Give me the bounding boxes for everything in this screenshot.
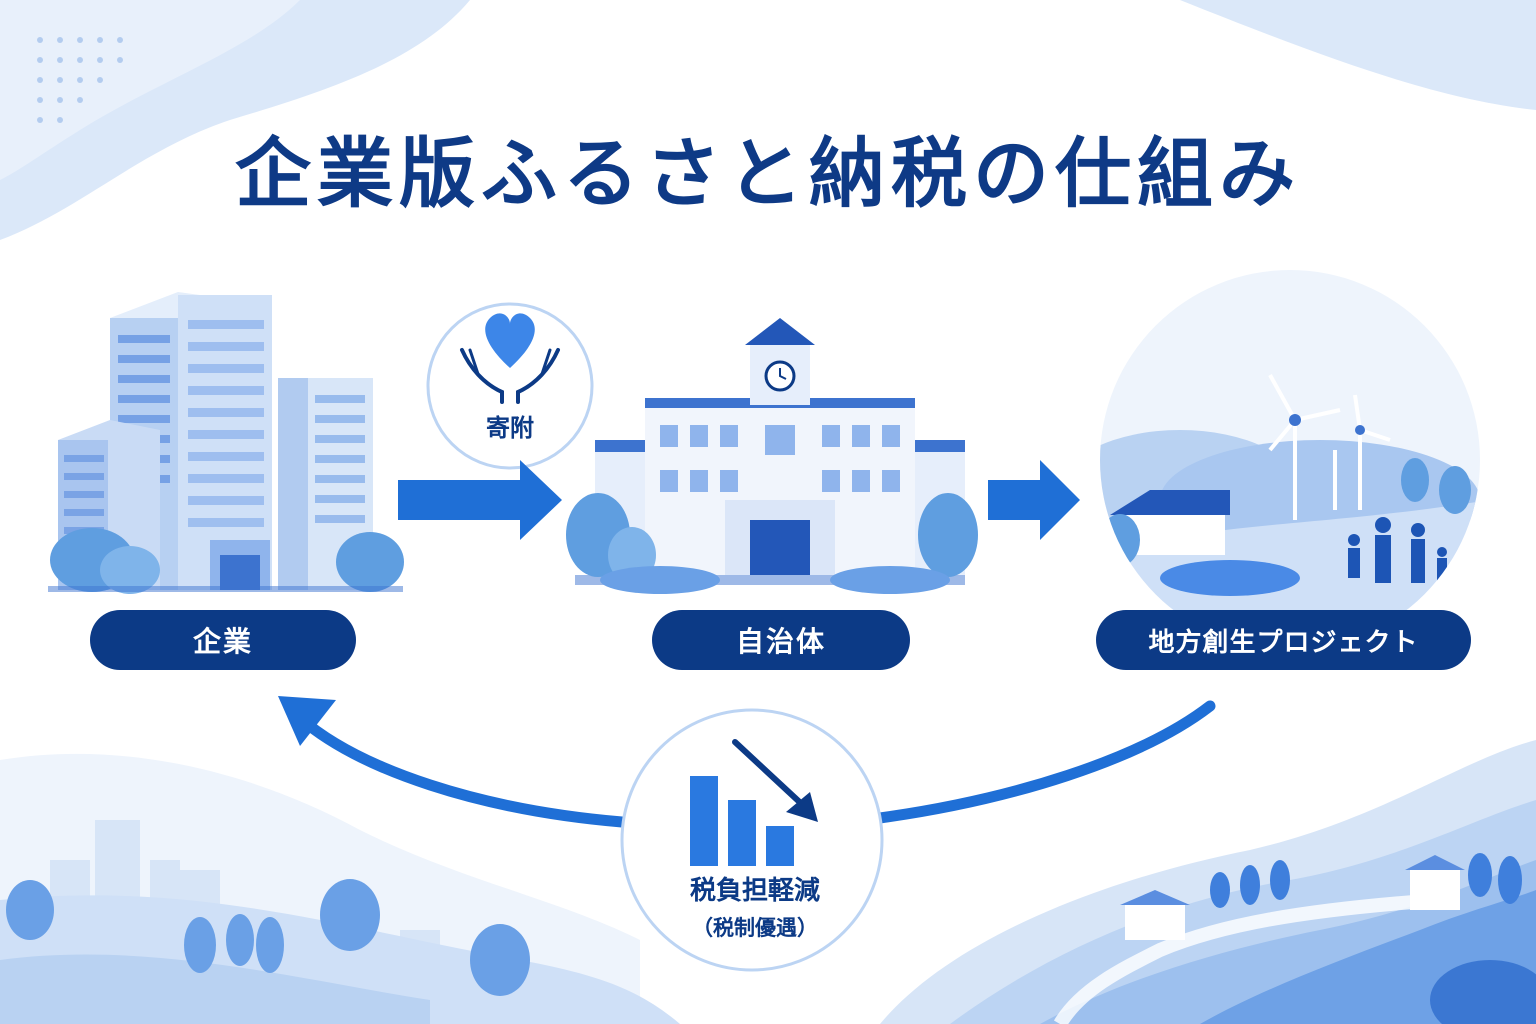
donation-label: 寄附	[486, 414, 534, 442]
heart-hands-icon	[460, 313, 560, 404]
arrow-company-to-municipality	[398, 460, 562, 540]
company-label: 企業	[90, 610, 356, 670]
arrow-municipality-to-project	[988, 460, 1080, 540]
municipality-label: 自治体	[652, 610, 910, 670]
bar-chart-down-icon	[690, 739, 818, 866]
tax-benefit-label: 税負担軽減	[689, 876, 820, 906]
page-title: 企業版ふるさと納税の仕組み	[235, 129, 1301, 218]
return-arrow-head	[278, 696, 336, 746]
project-label: 地方創生プロジェクト	[1096, 610, 1471, 670]
return-arrow-curve	[874, 700, 1216, 824]
tax-benefit-sublabel: （税制優遇）	[692, 916, 818, 940]
